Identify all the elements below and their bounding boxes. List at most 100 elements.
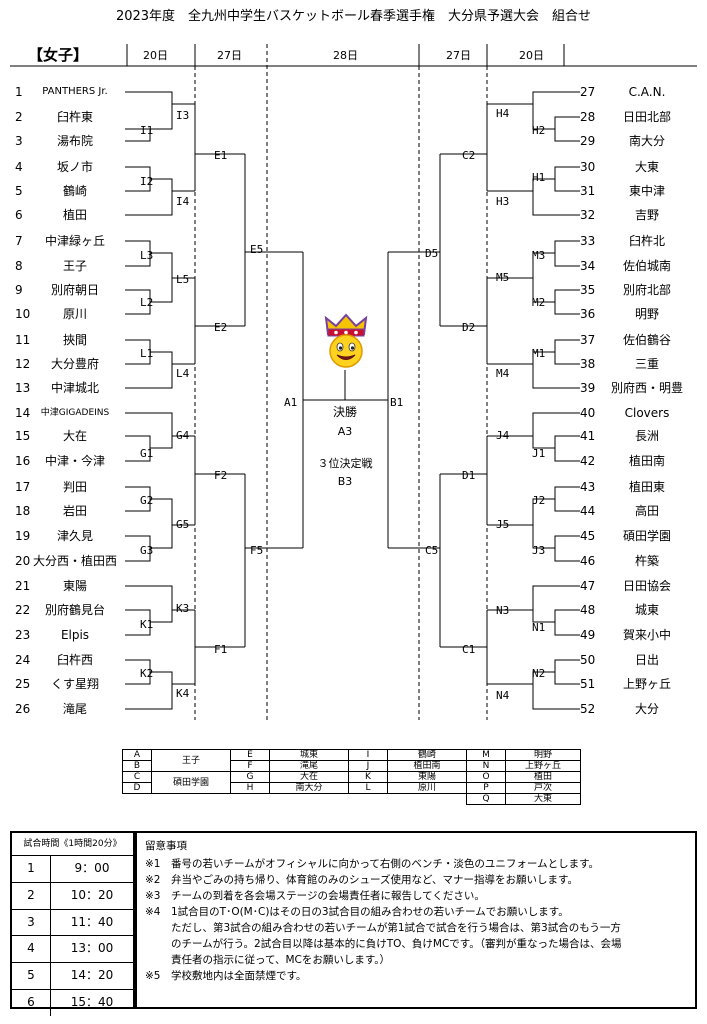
- game-label-d2: D2: [462, 321, 476, 334]
- day-header-right-27: 27日: [446, 49, 471, 62]
- team-name: 原川: [62, 307, 87, 321]
- match-start-time: 9：00: [74, 861, 110, 875]
- game-label-g4: G4: [176, 429, 190, 442]
- team-name: くす星翔: [50, 677, 99, 691]
- team-number: 6: [15, 208, 23, 222]
- game-label-h3: H3: [496, 195, 510, 208]
- game-label-i2: I2: [140, 175, 154, 188]
- match-times-header: 試合時間《1時間20分》: [12, 833, 133, 856]
- game-label-j4: J4: [496, 429, 510, 442]
- team-name: 臼杵西: [56, 653, 93, 667]
- game-label-m3: M3: [532, 249, 546, 262]
- team-name: 佐伯城南: [622, 259, 671, 273]
- team-number: 36: [580, 307, 596, 321]
- team-name: 臼杵東: [56, 110, 93, 124]
- day-header-center-28: 28日: [333, 49, 358, 62]
- team-number: 44: [580, 504, 596, 518]
- team-name: 中津・今津: [44, 454, 105, 468]
- team-name: 中津GIGADEINS: [40, 408, 110, 418]
- team-number: 40: [580, 406, 596, 420]
- team-name: 高田: [634, 504, 659, 518]
- note-line: ただし、第3試合の組み合わせの若いチームが第1試合で試合を行う場合は、第3試合の…: [171, 922, 621, 934]
- day-header-right-20: 20日: [519, 49, 544, 62]
- note-line: ※1 番号の若いチームがオフィシャルに向かって右側のベンチ・淡色のユニフォームと…: [145, 858, 600, 870]
- venue-code: L: [348, 782, 388, 794]
- team-number: 21: [15, 579, 31, 593]
- game-label-k2: K2: [140, 667, 154, 680]
- team-name: PANTHERS Jr.: [42, 86, 108, 97]
- team-number: 15: [15, 429, 31, 443]
- game-label-k3: K3: [176, 602, 190, 615]
- game-label-j5: J5: [496, 518, 510, 531]
- venue-code: F: [230, 760, 270, 772]
- team-number: 9: [15, 283, 23, 297]
- note-line: ※5 学校敷地内は全面禁煙です。: [145, 970, 307, 982]
- venue-name: 植田: [505, 771, 581, 783]
- team-name: Clovers: [624, 406, 670, 420]
- team-name: 南大分: [628, 134, 665, 148]
- team-number: 23: [15, 628, 31, 642]
- match-start-time: 14：20: [70, 968, 114, 983]
- game-label-g1: G1: [140, 447, 154, 460]
- team-number: 45: [580, 529, 596, 543]
- game-label-n3: N3: [496, 604, 510, 617]
- team-number: 52: [580, 702, 596, 716]
- venue-name: 南大分: [269, 782, 349, 794]
- notes-title: 留意事項: [145, 840, 187, 852]
- note-line: ※4 1試合目のT･O(M･C)はその日の3試合目の組み合わせの若いチームでお願…: [145, 906, 569, 918]
- game-label-l2: L2: [140, 296, 154, 309]
- note-line: ※2 弁当やごみの持ち帰り、体育館のみのシューズ使用など、マナー指導をお願いしま…: [145, 874, 578, 886]
- venue-code: I: [348, 749, 388, 761]
- game-label-j1: J1: [532, 447, 546, 460]
- game-label-h1: H1: [532, 171, 546, 184]
- game-label-l3: L3: [140, 249, 154, 262]
- team-number: 16: [15, 454, 31, 468]
- bracket-lines: [10, 44, 697, 720]
- match-number: 1: [12, 856, 51, 882]
- match-time-row: 1 9：00: [12, 856, 133, 883]
- match-number: 4: [12, 936, 51, 963]
- game-label-g2: G2: [140, 494, 154, 507]
- team-number: 3: [15, 134, 23, 148]
- team-name: 城東: [634, 603, 659, 617]
- team-name: 佐伯鶴谷: [622, 333, 671, 347]
- team-name: 三重: [634, 357, 659, 371]
- team-name: 別府北部: [622, 283, 671, 297]
- game-label-g5: G5: [176, 518, 190, 531]
- venue-name: 王子: [151, 749, 231, 772]
- final-label: 決勝: [332, 405, 357, 419]
- team-number: 1: [15, 85, 23, 99]
- team-number: 18: [15, 504, 31, 518]
- team-name: 大在: [62, 429, 87, 443]
- team-number: 49: [580, 628, 596, 642]
- team-number: 20: [15, 554, 31, 568]
- team-number: 51: [580, 677, 596, 691]
- team-number: 33: [580, 234, 596, 248]
- team-number: 17: [15, 480, 31, 494]
- venue-code: H: [230, 782, 270, 794]
- day-header-left-27: 27日: [217, 49, 242, 62]
- team-name: 明野: [634, 307, 659, 321]
- game-label-e2: E2: [214, 321, 228, 334]
- team-name: 東陽: [62, 579, 87, 593]
- team-number: 29: [580, 134, 596, 148]
- team-number: 35: [580, 283, 596, 297]
- note-line: ※3 チームの到着を各会場ステージの会場責任者に報告してください。: [145, 890, 485, 902]
- match-number: 2: [12, 882, 51, 909]
- team-number: 48: [580, 603, 596, 617]
- team-name: 杵築: [634, 554, 659, 568]
- venue-name: 滝尾: [269, 760, 349, 772]
- team-number: 27: [580, 85, 596, 99]
- team-number: 14: [15, 406, 31, 420]
- venue-name: 鶴崎: [387, 749, 467, 761]
- team-number: 47: [580, 579, 596, 593]
- team-name: 鶴崎: [62, 184, 87, 198]
- team-name: 別府鶴見台: [44, 603, 105, 617]
